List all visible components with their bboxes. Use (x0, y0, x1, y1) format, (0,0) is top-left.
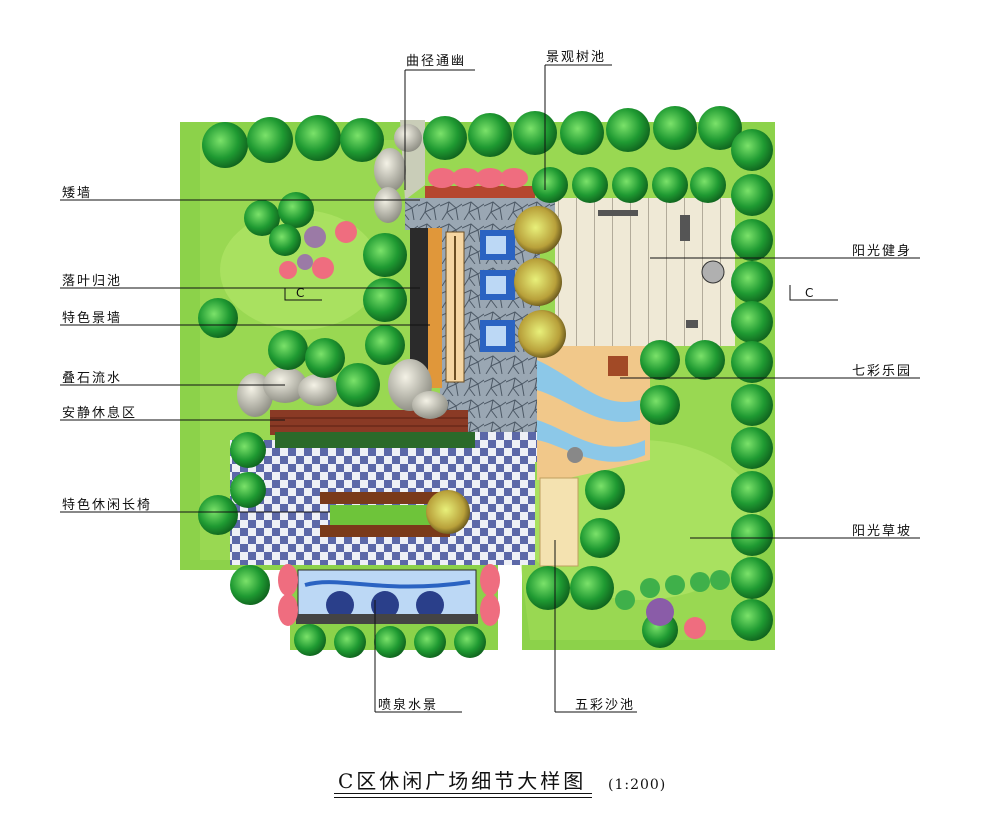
tree-canopy (198, 106, 773, 658)
leisure-benches (320, 492, 450, 537)
section-mark-right: C (805, 286, 814, 300)
rock-path (374, 124, 422, 223)
feature-wall (410, 228, 465, 388)
sand-pit (539, 477, 579, 567)
fitness-deck (555, 198, 735, 346)
label-qujing: 曲径通幽 (406, 54, 467, 69)
section-mark-left: C (296, 286, 305, 300)
label-penquan: 喷泉水景 (378, 698, 439, 713)
leader-lines (60, 64, 920, 713)
label-anjing: 安静休息区 (62, 406, 138, 421)
label-yangguang-caopo: 阳光草坡 (852, 524, 913, 539)
pink-shrub-row (428, 168, 528, 188)
scale-note: (1:200) (608, 777, 667, 793)
page-title: C区休闲广场细节大样图 (338, 769, 587, 793)
water-blocks (480, 230, 515, 352)
label-qicai: 七彩乐园 (852, 364, 913, 379)
label-luoye: 落叶归池 (62, 274, 123, 289)
landscape-tree-pools (426, 206, 566, 534)
label-tese-jingqiang: 特色景墙 (62, 311, 123, 326)
section-lines (284, 285, 838, 301)
fountain-pool (278, 564, 500, 626)
playground (537, 346, 650, 480)
label-tese-changyi: 特色休闲长椅 (62, 498, 153, 513)
stone-paving (405, 198, 560, 440)
flowering-trees (279, 221, 706, 639)
label-jingguan: 景观树池 (546, 50, 607, 65)
label-dieshi: 叠石流水 (62, 371, 123, 386)
quiet-rest-bench (270, 410, 475, 448)
title-underline-2 (334, 797, 592, 798)
low-wall (425, 186, 535, 198)
label-yangguang-jianshen: 阳光健身 (852, 244, 913, 259)
title-underline-1 (334, 793, 592, 794)
label-wucai: 五彩沙池 (575, 698, 636, 713)
label-aiqiang: 矮墙 (62, 186, 93, 201)
